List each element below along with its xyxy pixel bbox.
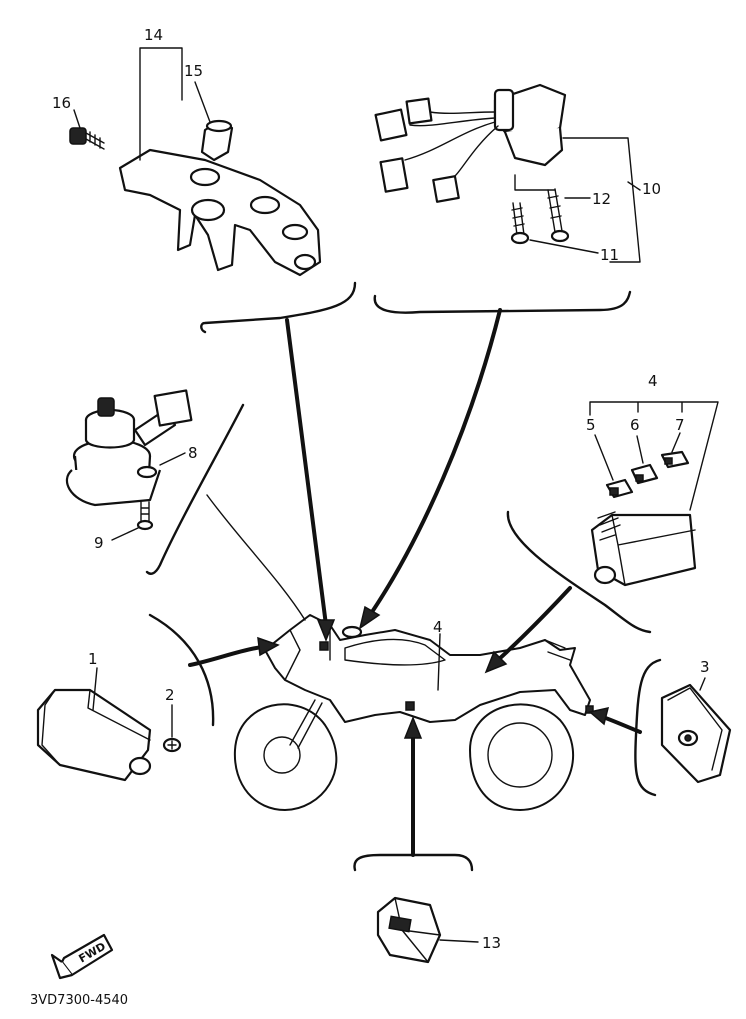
screw-2 (162, 737, 182, 753)
screw-11 (510, 202, 530, 245)
upper-bracket-assembly (69, 47, 322, 277)
relay-13 (376, 896, 479, 964)
label-7: 7 (675, 416, 685, 434)
label-10: 10 (642, 180, 661, 198)
label-8: 8 (188, 444, 198, 462)
label-6: 6 (630, 416, 640, 434)
label-4-bike: 4 (433, 618, 443, 636)
label-16: 16 (52, 94, 71, 112)
label-2: 2 (165, 686, 175, 704)
label-14: 14 (144, 26, 163, 44)
part-labels: 14 15 16 10 12 11 4 5 6 7 8 9 4 1 2 3 13 (52, 26, 710, 952)
bolt-16 (69, 127, 105, 150)
label-11: 11 (600, 246, 619, 264)
fuse-5 (605, 478, 634, 499)
leader-arrows (188, 308, 642, 857)
label-4-top: 4 (648, 372, 658, 390)
headlight-assembly (36, 667, 182, 782)
bushing-15 (200, 119, 234, 162)
label-9: 9 (94, 534, 104, 552)
label-3: 3 (700, 658, 710, 676)
bolt-9 (136, 501, 154, 531)
grouping-brackets (145, 281, 662, 872)
handlebar-switch-assembly (374, 83, 641, 263)
main-switch-assembly (65, 389, 193, 541)
fwd-arrow-icon: FWD (50, 933, 114, 980)
fuse-7 (660, 450, 690, 469)
fuse-6 (630, 463, 659, 485)
label-13: 13 (482, 934, 501, 952)
label-12: 12 (592, 190, 611, 208)
rear-unit-assembly (660, 677, 732, 784)
label-1: 1 (88, 650, 98, 668)
screw-12 (547, 188, 570, 243)
diagram-code: 3VD7300-4540 (30, 993, 128, 1008)
label-15: 15 (184, 62, 203, 80)
label-5: 5 (586, 416, 596, 434)
relay-assembly (589, 401, 719, 587)
